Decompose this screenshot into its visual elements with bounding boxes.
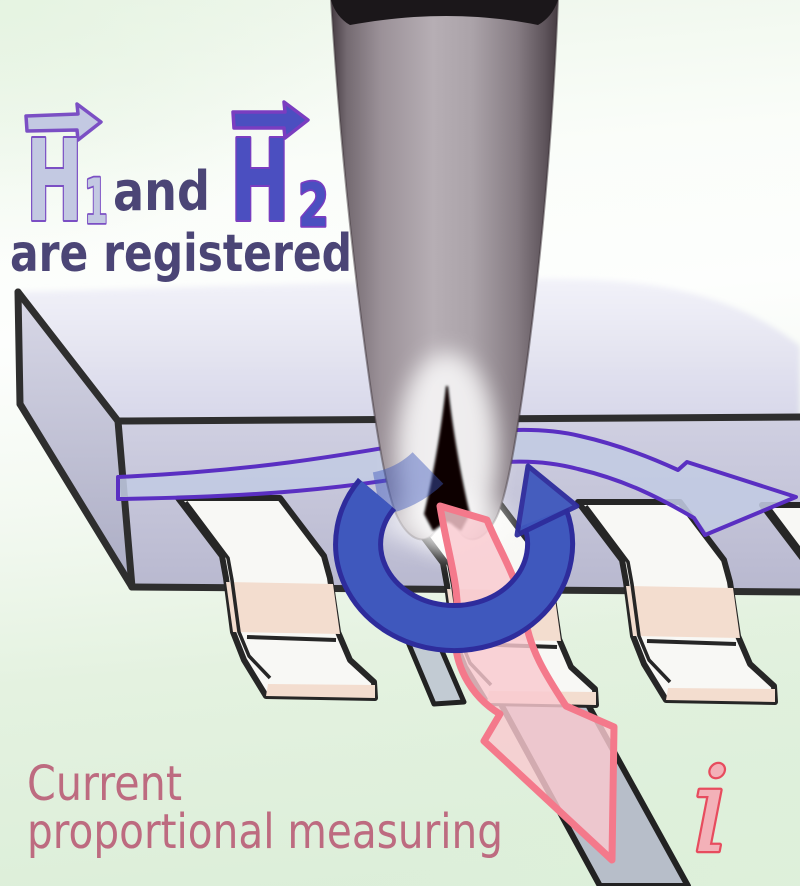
ring-arrowhead [514,463,580,538]
current-symbol: i [692,741,730,879]
h2-label: H [230,117,290,247]
caption-current-measuring: Current proportional measuring i [27,739,732,882]
registered-label: are registered [10,224,352,284]
field-rotation-arrow [333,451,580,653]
ic-package-side-face [18,292,132,587]
probe-notch [424,386,470,531]
caption-registered-fields: H 1 and H 2 are registered [10,100,352,284]
conjunction-label: and [113,160,210,223]
probe-cap [331,0,558,25]
caption-line2: proportional measuring [27,804,503,860]
h2-vector-arrow-icon [231,100,310,140]
ring-arc [338,481,571,648]
h1-label: H [26,117,83,247]
caption-line1: Current [27,756,182,812]
h2-subscript: 2 [298,171,329,241]
h1-vector-arrow-icon [24,102,103,142]
ring-arc-translucent [372,451,444,516]
h1-subscript: 1 [84,165,108,238]
